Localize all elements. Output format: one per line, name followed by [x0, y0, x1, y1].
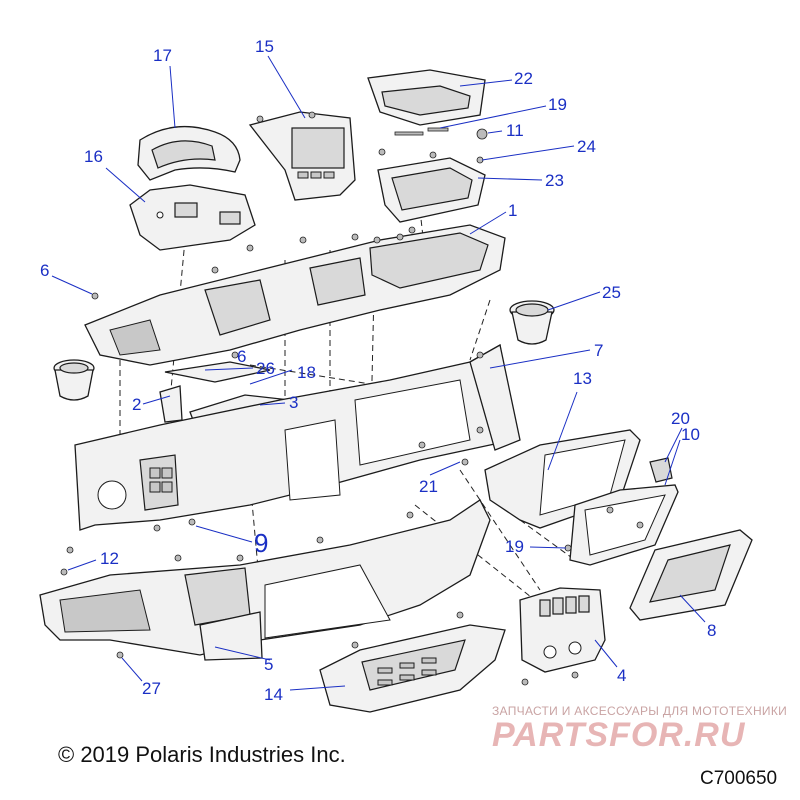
part-23-storage-bin	[377, 157, 486, 223]
callout-10: 10	[681, 425, 700, 444]
callout-4: 4	[617, 666, 626, 685]
watermark-brand: PARTSFOR.RU	[492, 716, 746, 754]
part-7-main-frame	[74, 343, 521, 531]
callout-1: 1	[508, 201, 517, 220]
callout-8: 8	[707, 621, 716, 640]
part-14-lower-tray	[319, 624, 506, 713]
callout-27: 27	[142, 679, 161, 698]
callout-14: 14	[264, 685, 283, 704]
cup-holder-left	[53, 359, 95, 401]
callout-26: 26	[256, 359, 275, 378]
callout-23: 23	[545, 171, 564, 190]
callout-15: 15	[255, 37, 274, 56]
callout-6-center: 6	[237, 347, 246, 366]
part-15-display	[248, 111, 356, 201]
part-17-cluster-bezel	[137, 126, 241, 181]
callout-13: 13	[573, 369, 592, 388]
callout-3: 3	[289, 393, 298, 412]
callout-9: 9	[254, 528, 268, 558]
part-1-upper-dash	[84, 224, 506, 366]
callouts: 17 15 22 19 11 24 16 23 1 6 25 7 6 26 18…	[40, 37, 716, 704]
part-26-bracket	[164, 361, 271, 383]
part-20-latch	[649, 457, 673, 483]
callout-12: 12	[100, 549, 119, 568]
callout-24: 24	[577, 137, 596, 156]
callout-21: 21	[419, 477, 438, 496]
callout-6-left: 6	[40, 261, 49, 280]
callout-7: 7	[594, 341, 603, 360]
callout-22: 22	[514, 69, 533, 88]
callout-19-lower: 19	[505, 537, 524, 556]
part-16-cluster-housing	[129, 184, 256, 251]
callout-20: 20	[671, 409, 690, 428]
callout-19-upper: 19	[548, 95, 567, 114]
part-4-switch-bezel	[519, 587, 606, 673]
part-8-glove-door	[629, 529, 753, 621]
callout-11: 11	[506, 121, 524, 140]
drawing-number: C700650	[700, 768, 778, 789]
leader-lines	[51, 55, 706, 691]
part-5-lower-dash	[39, 499, 491, 661]
callout-25: 25	[602, 283, 621, 302]
callout-18: 18	[297, 363, 316, 382]
callout-5: 5	[264, 655, 273, 674]
part-25-cup-holder	[509, 300, 555, 345]
part-22-upper-tray	[367, 69, 486, 126]
copyright-notice: © 2019 Polaris Industries Inc.	[58, 742, 346, 767]
callout-16: 16	[84, 147, 103, 166]
callout-17: 17	[153, 46, 172, 65]
callout-2: 2	[132, 395, 141, 414]
part-10-gasket	[569, 484, 679, 566]
watermark-tagline: ЗАПЧАСТИ И АКСЕССУАРЫ ДЛЯ МОТОТЕХНИКИ	[492, 704, 788, 718]
fasteners	[60, 111, 644, 686]
